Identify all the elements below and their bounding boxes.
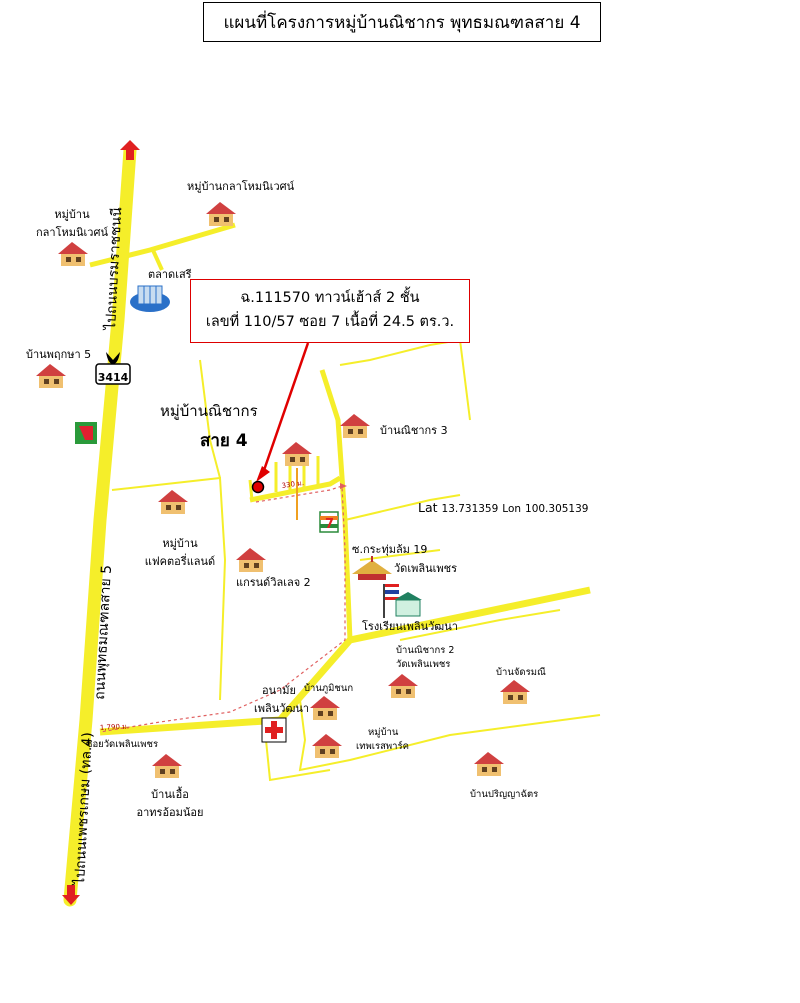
road-market xyxy=(150,247,164,271)
svg-text:7: 7 xyxy=(325,517,334,532)
label-grand-ville: แกรนด์วิลเลจ 2 xyxy=(236,576,311,589)
coordinates: Lat 13.731359 Lon 100.305139 xyxy=(418,500,588,515)
road-soi-7 xyxy=(249,475,342,503)
label-baan-phumi: บ้านภูมิชนก xyxy=(304,683,354,694)
label-klahai-left-1: หมู่บ้าน xyxy=(54,208,90,221)
market-icon xyxy=(130,285,170,312)
label-baan-jatsamanee: บ้านจัดรมณี xyxy=(496,667,546,678)
lat-value: 13.731359 xyxy=(441,503,499,515)
label-baan-parinya: บ้านปริญญาฉัตร xyxy=(470,789,539,800)
label-market: ตลาดเสรี xyxy=(148,268,192,281)
temple-icon xyxy=(352,556,392,580)
callout-arrow xyxy=(260,342,310,477)
label-soi-krathum: ซ.กระทุ่มล้ม 19 xyxy=(352,543,428,556)
label-project-line: สาย 4 xyxy=(200,431,248,451)
label-health-2: เพลินวัฒนา xyxy=(254,702,310,715)
callout-line-1: ฉ.111570 ทาวน์เฮ้าส์ 2 ชั้น xyxy=(240,290,420,306)
main-road-label: ถนนพุทธมณฑลสาย 5 xyxy=(92,565,115,701)
lat-label: Lat xyxy=(418,500,438,515)
house-icon xyxy=(36,202,530,778)
label-school: โรงเรียนเพลินวัฒนา xyxy=(362,620,458,633)
property-callout: ฉ.111570 ทาวน์เฮ้าส์ 2 ชั้น เลขที่ 110/5… xyxy=(190,279,470,343)
label-klahai-top: หมู่บ้านกลาโหมนิเวศน์ xyxy=(187,180,295,193)
label-project-name: หมู่บ้านณิชากร xyxy=(160,402,258,420)
label-wat-phloen: วัดเพลินเพชร xyxy=(394,562,457,575)
label-nichakorn-2-1: บ้านณิชากร 2 xyxy=(396,645,455,656)
school-icon xyxy=(383,584,422,618)
north-road-label: ไปถนนบรมราชชนนี xyxy=(102,206,125,331)
location-pin-icon xyxy=(251,480,265,494)
lon-label: Lon xyxy=(502,503,522,515)
route-number: 3414 xyxy=(98,371,129,384)
label-baan-pruksa: บ้านพฤกษา 5 xyxy=(26,348,92,361)
label-klahai-left-2: กลาโหมนิเวศน์ xyxy=(36,226,108,239)
road-vertical-east xyxy=(319,369,353,641)
distance-pin: 330 ม. xyxy=(281,479,304,490)
south-arrow-icon xyxy=(62,895,80,905)
main-highway xyxy=(63,143,137,907)
local-roads xyxy=(111,338,601,782)
route-path xyxy=(99,485,346,733)
lon-value: 100.305139 xyxy=(525,503,589,515)
label-happy-land-1: หมู่บ้าน xyxy=(162,537,198,550)
label-baan-uea-1: บ้านเอื้อ xyxy=(151,788,189,801)
label-nichakorn-3: บ้านณิชากร 3 xyxy=(380,424,448,437)
road-klahai xyxy=(89,222,236,268)
label-village-thep-1: หมู่บ้าน xyxy=(368,727,399,738)
north-arrow-icon xyxy=(120,140,140,150)
seven-eleven-icon: 7 xyxy=(319,511,339,533)
hospital-icon xyxy=(261,717,287,743)
page-title: แผนที่โครงการหมู่บ้านณิชากร พุทธมณฑลสาย … xyxy=(203,2,601,42)
label-baan-uea-2: อาทรอ้อมน้อย xyxy=(136,806,204,819)
road-main-east xyxy=(99,586,591,736)
brand-logo-icon xyxy=(75,422,97,444)
label-soi-wat: ซอยวัดเพลินเพชร xyxy=(86,739,159,750)
distance-bottom: 1,790 ม. xyxy=(100,722,129,732)
callout-line-2: เลขที่ 110/57 ซอย 7 เนื้อที่ 24.5 ตร.ว. xyxy=(205,314,455,330)
label-health-1: อนามัย xyxy=(262,684,296,697)
label-nichakorn-2-2: วัดเพลินเพชร xyxy=(396,659,451,670)
label-happy-land-2: แฟคตอรี่แลนด์ xyxy=(144,555,216,568)
route-shield-icon xyxy=(95,352,131,385)
label-village-thep-2: เทพเรสพาร์ค xyxy=(356,741,409,752)
